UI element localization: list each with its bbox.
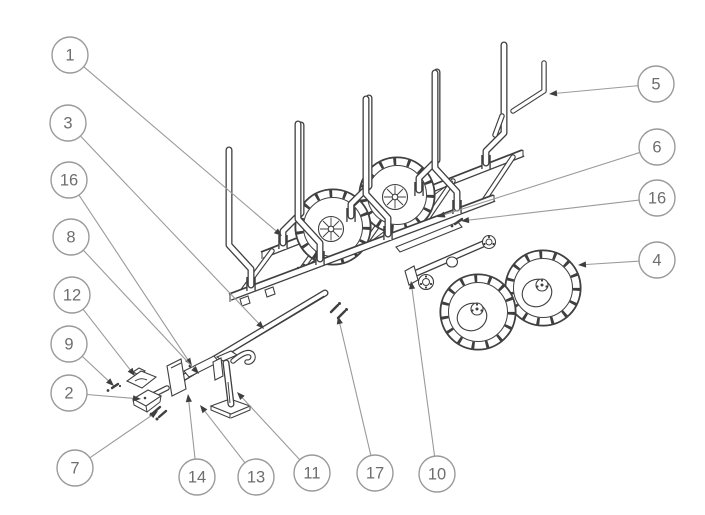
hitch-latch bbox=[125, 367, 158, 389]
callout-balloon-13 bbox=[237, 458, 275, 496]
leader-arrowhead-9 bbox=[106, 378, 114, 386]
callout-number: 2 bbox=[64, 385, 73, 403]
callout-number: 1 bbox=[65, 47, 74, 65]
callout-number: 16 bbox=[60, 172, 78, 190]
leader-arrowhead-11 bbox=[237, 392, 245, 400]
fastener-pins-17 bbox=[329, 302, 348, 320]
leader-arrowhead-14 bbox=[185, 394, 192, 403]
left-wheels bbox=[294, 156, 436, 266]
callout-number: 5 bbox=[651, 76, 660, 94]
callout-number: 6 bbox=[652, 139, 661, 157]
callout-number: 16 bbox=[648, 190, 666, 208]
drawbar bbox=[166, 289, 329, 397]
wheel-hub-right bbox=[481, 234, 497, 250]
jack-stand bbox=[209, 349, 256, 419]
callout-balloon-10 bbox=[418, 455, 456, 493]
right-wheels bbox=[439, 249, 582, 351]
leader-arrowhead-13 bbox=[200, 405, 208, 414]
spare-stake bbox=[492, 60, 547, 138]
leader-line-10 bbox=[411, 288, 436, 457]
callout-number: 7 bbox=[70, 460, 79, 478]
leader-arrowhead-7 bbox=[149, 411, 158, 419]
leader-arrowhead-16 bbox=[461, 216, 470, 224]
leader-line-7 bbox=[89, 415, 152, 459]
leader-line-9 bbox=[81, 355, 109, 381]
leader-line-11 bbox=[242, 397, 301, 461]
hitch-coupler bbox=[131, 385, 170, 413]
leader-line-2 bbox=[86, 393, 134, 399]
leader-line-14 bbox=[188, 401, 196, 460]
callout-balloon-4 bbox=[638, 241, 676, 279]
leader-arrowhead-17 bbox=[336, 316, 343, 325]
callout-balloon-5 bbox=[637, 65, 675, 103]
callout-balloon-14 bbox=[178, 458, 216, 496]
callout-balloon-12 bbox=[53, 276, 91, 314]
callout-number: 9 bbox=[64, 336, 73, 354]
callout-number: 3 bbox=[63, 115, 72, 133]
leader-arrowhead-12 bbox=[127, 367, 135, 376]
callout-number: 14 bbox=[188, 469, 206, 487]
right-front-tire bbox=[439, 273, 517, 351]
hitch-pin-9 bbox=[106, 382, 122, 392]
leader-arrowhead-3 bbox=[256, 321, 264, 329]
callout-number: 12 bbox=[63, 287, 81, 305]
callout-balloon-7 bbox=[56, 449, 94, 487]
callout-balloon-16 bbox=[638, 179, 676, 217]
leader-arrowhead-6 bbox=[437, 211, 446, 218]
callout-number: 17 bbox=[366, 465, 384, 483]
callout-balloon-9 bbox=[50, 325, 88, 363]
leader-line-13 bbox=[204, 410, 246, 464]
leader-arrowhead-4 bbox=[578, 261, 587, 268]
axle-rocker-assembly bbox=[395, 221, 497, 291]
leader-arrowhead-1 bbox=[273, 228, 282, 236]
callout-number: 4 bbox=[652, 252, 661, 270]
leader-arrowhead-10 bbox=[408, 281, 416, 290]
leader-arrowhead-5 bbox=[549, 90, 558, 97]
callout-number: 10 bbox=[428, 466, 446, 484]
right-rear-tire bbox=[504, 249, 582, 327]
leader-line-12 bbox=[82, 308, 131, 371]
leader-line-3 bbox=[80, 135, 259, 324]
leader-line-6 bbox=[444, 151, 641, 216]
leader-line-16 bbox=[468, 199, 640, 221]
leader-arrowhead-8 bbox=[191, 366, 199, 374]
callout-number: 13 bbox=[247, 469, 265, 487]
callout-balloon-16 bbox=[50, 161, 88, 199]
leader-line-16 bbox=[78, 194, 189, 360]
leader-arrowhead-2 bbox=[132, 395, 141, 402]
leader-line-8 bbox=[82, 249, 194, 369]
leader-line-17 bbox=[339, 323, 372, 456]
callout-balloon-17 bbox=[356, 454, 394, 492]
leader-line-5 bbox=[556, 85, 639, 94]
wheel-hub-left bbox=[417, 273, 435, 291]
callout-balloon-1 bbox=[51, 36, 89, 74]
callout-balloon-2 bbox=[50, 374, 88, 412]
leader-line-4 bbox=[585, 260, 640, 266]
callout-balloon-6 bbox=[638, 128, 676, 166]
callout-balloon-8 bbox=[52, 218, 90, 256]
left-rear-tire bbox=[358, 156, 436, 234]
callout-balloon-11 bbox=[293, 454, 331, 492]
callout-number: 11 bbox=[303, 465, 320, 483]
rocker-link-plate bbox=[395, 221, 463, 253]
callout-balloon-3 bbox=[49, 104, 87, 142]
leader-line-1 bbox=[83, 66, 277, 232]
drawbar-end-channel bbox=[166, 358, 187, 397]
fastener-bolt-16 bbox=[450, 217, 464, 228]
callout-number: 8 bbox=[66, 229, 75, 247]
